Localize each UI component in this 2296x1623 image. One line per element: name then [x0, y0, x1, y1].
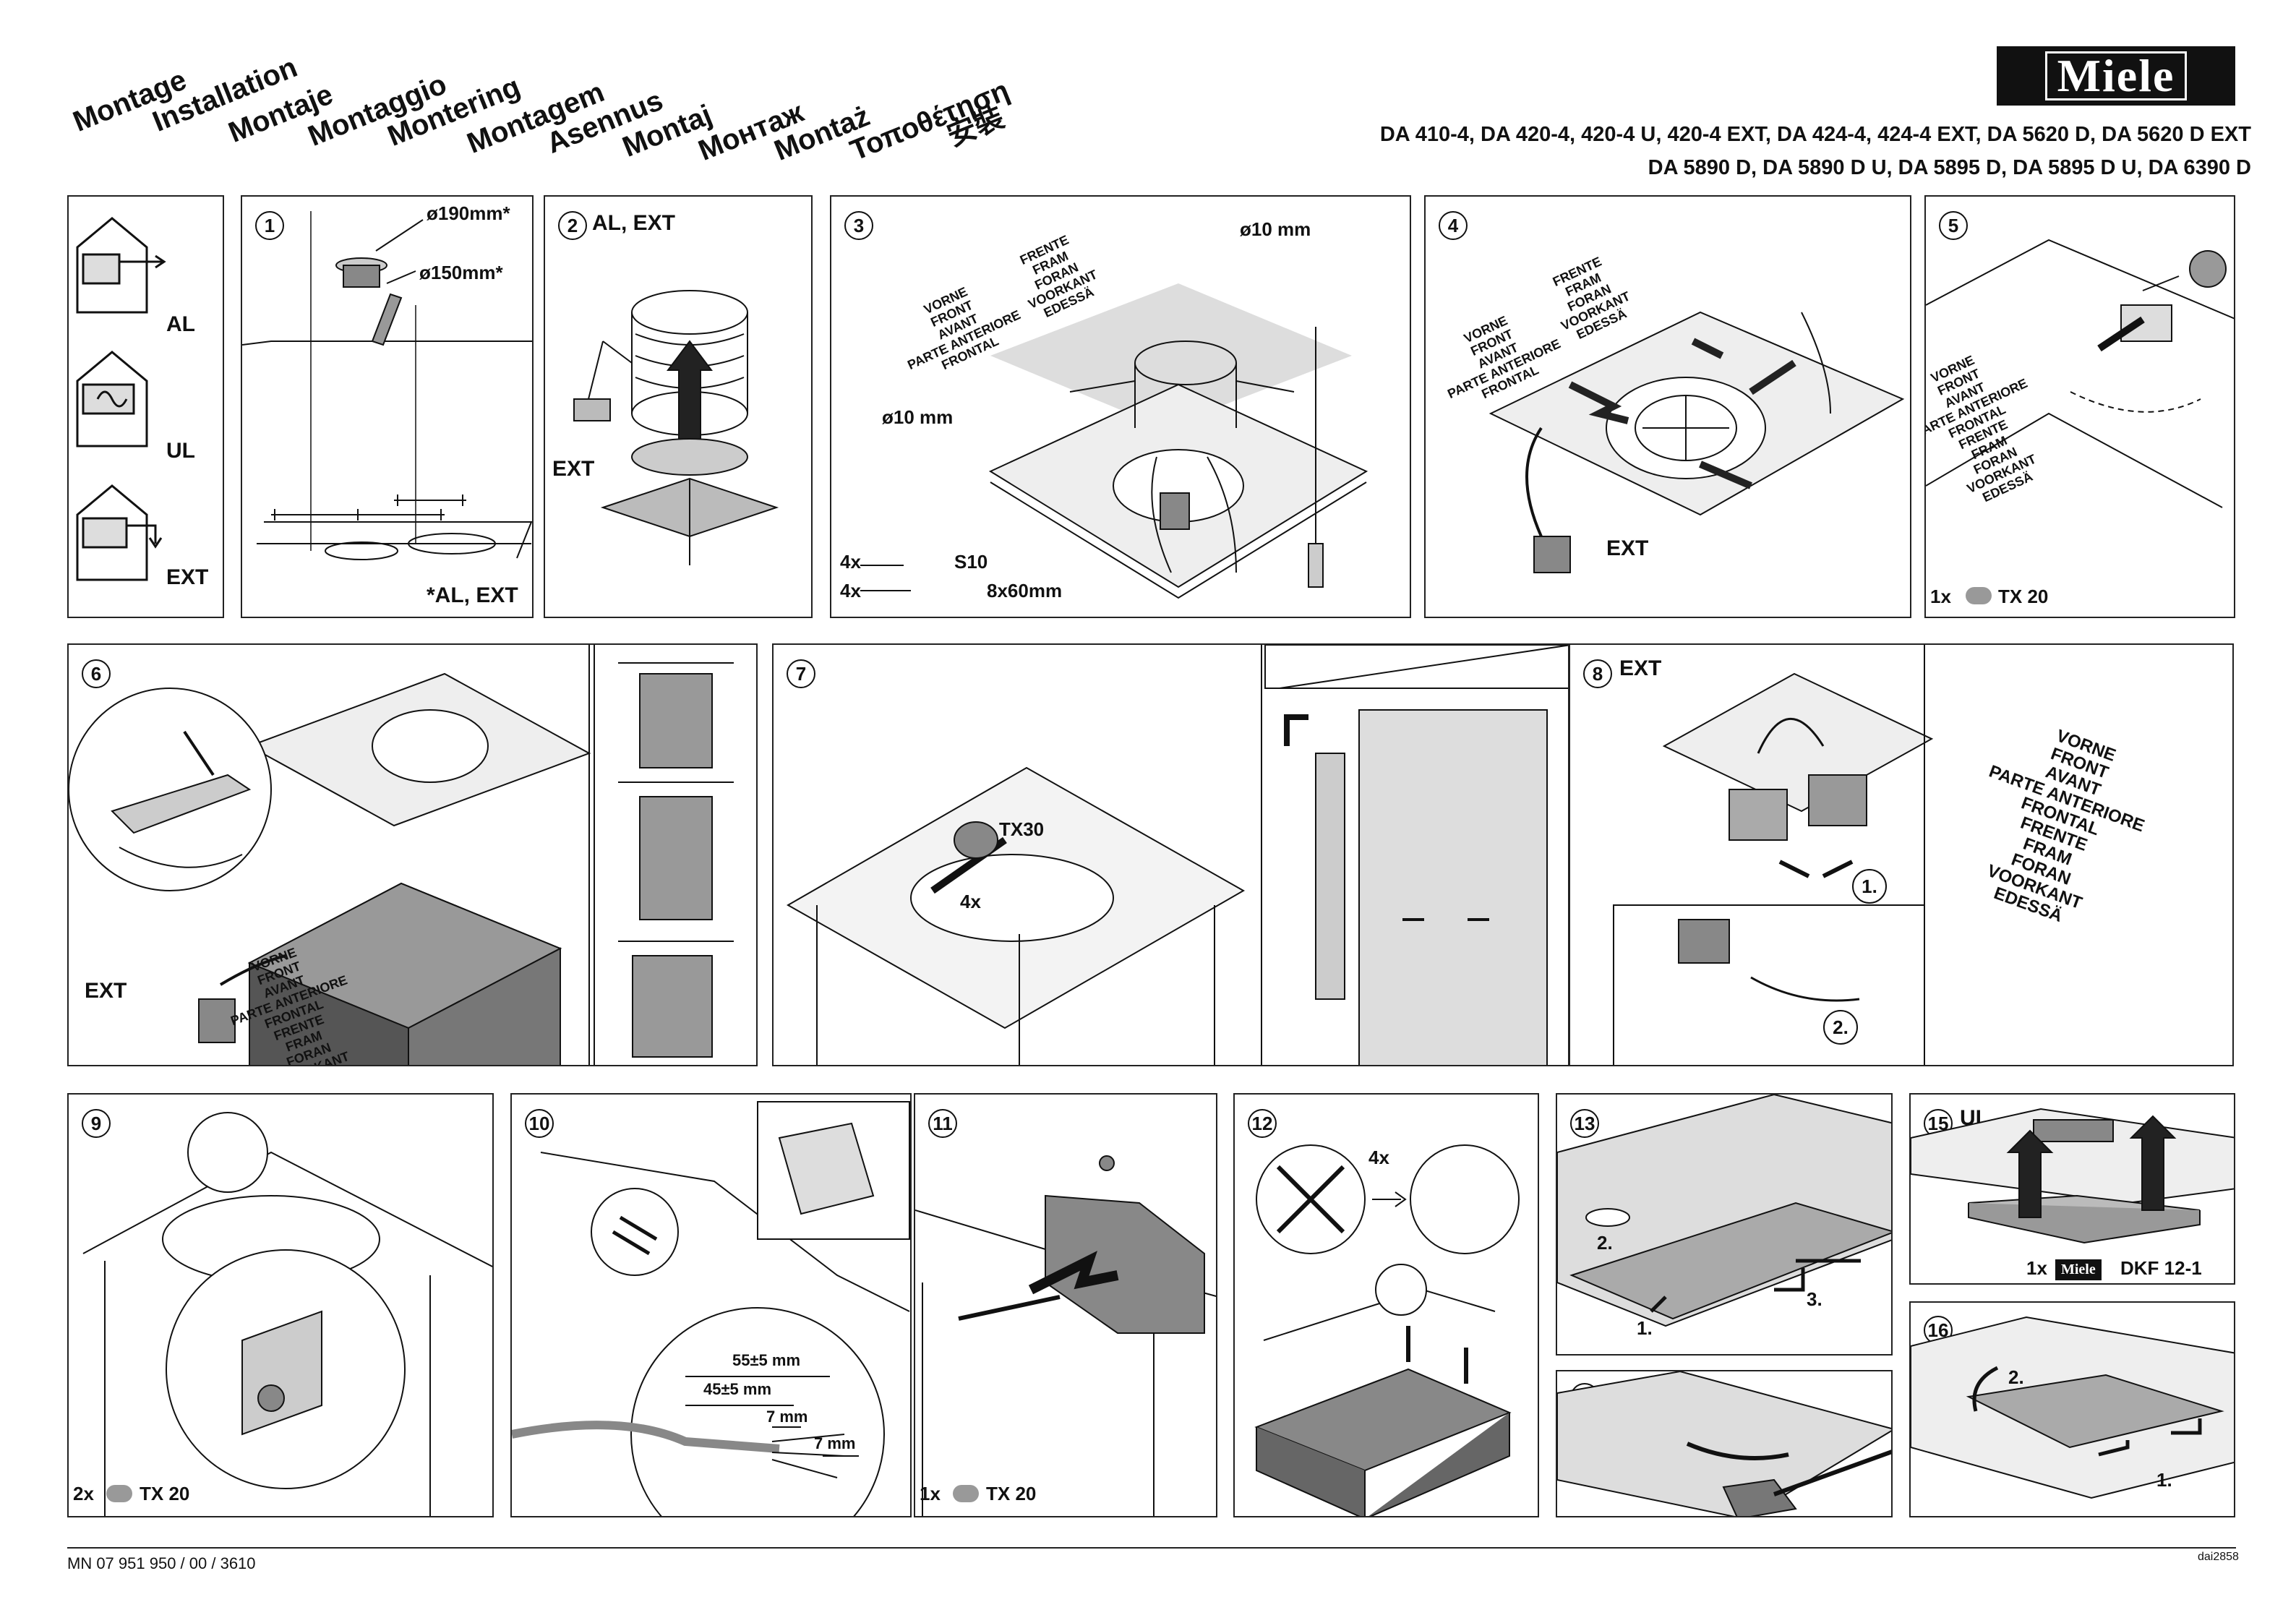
screw-type: TX 20	[140, 1483, 190, 1504]
mode-panel: AL UL EXT	[67, 195, 224, 618]
model-list-line2: DA 5890 D, DA 5890 D U, DA 5895 D, DA 58…	[1648, 156, 2251, 179]
step-14-panel: 14	[1556, 1370, 1893, 1517]
sub-step-1: 1.	[2156, 1469, 2172, 1491]
step-5-drawing	[1926, 239, 2234, 508]
step-number: 3	[844, 211, 873, 240]
step-number: 9	[82, 1109, 111, 1138]
diameter-150: ø150mm*	[419, 262, 503, 283]
step-15-drawing	[1911, 1108, 2234, 1244]
step-number: 7	[787, 659, 815, 688]
step-13-drawing	[1557, 1095, 1891, 1327]
ext-label: EXT	[85, 979, 127, 1003]
screw-icon	[1966, 587, 1992, 604]
step-1-panel: 1 ø190mm* ø150mm* *AL, EXT	[241, 195, 534, 618]
clip-qty: 4x	[1368, 1147, 1389, 1168]
drawing-code: dai2858	[2198, 1551, 2239, 1563]
screw-icon	[106, 1485, 132, 1502]
step-number: 6	[82, 659, 111, 688]
mode-ext-label: EXT	[166, 565, 209, 589]
step-7-drawing	[786, 645, 1568, 1065]
ext-label: EXT	[1606, 536, 1649, 560]
screw-qty: 1x	[1930, 586, 1951, 607]
step-number: 8	[1583, 659, 1612, 688]
step-4-drawing	[1488, 311, 1905, 573]
step-12-drawing	[1254, 1144, 1520, 1516]
step-number: 10	[525, 1109, 554, 1138]
brand-logo: Miele	[1997, 46, 2235, 106]
step-number: 13	[1570, 1109, 1599, 1138]
screw-type: TX 20	[1998, 586, 2049, 607]
step-16-drawing	[1911, 1316, 2234, 1499]
screw-qty: 2x	[73, 1483, 94, 1504]
screw-qty: 4x	[960, 891, 981, 912]
step-8-drawing	[1613, 645, 1934, 1065]
mode-al-label: AL	[166, 312, 195, 336]
hole-diameter-left: ø10 mm	[882, 406, 954, 428]
screws-qty: 4x	[840, 580, 861, 601]
torx-size: TX30	[999, 818, 1045, 840]
step-2-drawing	[573, 290, 779, 565]
step-14-drawing	[1557, 1371, 1891, 1516]
filter-qty: 1x	[2026, 1257, 2047, 1279]
screw-qty: 1x	[920, 1483, 941, 1504]
step-title: EXT	[1619, 656, 1662, 680]
step-15-panel: 15 UL 1x Miele DKF 12-1	[1909, 1093, 2235, 1285]
plugs-qty: 4x	[840, 551, 861, 573]
step-10-panel: 10 55±5 mm 45±5 mm 7 mm 7 mm	[510, 1093, 912, 1517]
step-6-drawing	[69, 645, 734, 1065]
filter-part: DKF 12-1	[2120, 1257, 2202, 1279]
length-45: 45±5 mm	[703, 1380, 772, 1398]
step-3-drawing	[860, 283, 1368, 599]
step-13-panel: 13 1. 2. 3.	[1556, 1093, 1893, 1356]
plugs-type: S10	[954, 551, 988, 573]
mode-icons	[76, 217, 166, 581]
mode-ul-label: UL	[166, 439, 195, 463]
hole-diameter-right: ø10 mm	[1240, 218, 1311, 240]
screw-type: TX 20	[986, 1483, 1037, 1504]
ext-label: EXT	[552, 457, 595, 481]
model-list-line1: DA 410-4, DA 420-4, 420-4 U, 420-4 EXT, …	[1379, 123, 2251, 146]
length-55: 55±5 mm	[732, 1351, 801, 1369]
step-title: AL, EXT	[592, 211, 676, 235]
step-number: 12	[1248, 1109, 1277, 1138]
step-number: 2	[558, 211, 587, 240]
step-12-panel: 12 4x	[1233, 1093, 1539, 1517]
step-number: 16	[1924, 1316, 1953, 1345]
sub-step-2: 2.	[1597, 1232, 1613, 1254]
step-10-drawing	[512, 1101, 910, 1516]
screws-size: 8x60mm	[987, 580, 1063, 601]
screw-icon	[953, 1485, 979, 1502]
step-11-drawing	[915, 1155, 1216, 1516]
strip-length-a: 7 mm	[766, 1408, 808, 1426]
sub-step-3: 3.	[1807, 1288, 1822, 1310]
step-1-drawing	[242, 211, 532, 560]
step-number: 11	[928, 1109, 957, 1138]
step-9-drawing	[82, 1112, 492, 1516]
sub-step-1: 1.	[1852, 869, 1887, 904]
step-7-panel: 7 TX30 4x	[772, 643, 1569, 1066]
step-9-panel: 9 2x TX 20	[67, 1093, 494, 1517]
miele-mini-logo: Miele	[2055, 1259, 2102, 1280]
footer-rule	[67, 1547, 2236, 1549]
sub-step-2: 2.	[1823, 1010, 1858, 1045]
step-number: 1	[255, 211, 284, 240]
diameter-190: ø190mm*	[427, 202, 510, 224]
sub-step-1: 1.	[1637, 1317, 1653, 1339]
document-number: MN 07 951 950 / 00 / 3610	[67, 1554, 256, 1572]
step-11-panel: 11 1x TX 20	[914, 1093, 1217, 1517]
strip-length-b: 7 mm	[814, 1434, 856, 1452]
step-number: 5	[1939, 211, 1968, 240]
step-16-panel: 16 1. 2.	[1909, 1301, 2235, 1517]
footnote-al-ext: *AL, EXT	[427, 583, 518, 607]
sub-step-2: 2.	[2008, 1366, 2024, 1388]
step-2-panel: 2 AL, EXT EXT	[544, 195, 813, 618]
step-number: 4	[1439, 211, 1468, 240]
